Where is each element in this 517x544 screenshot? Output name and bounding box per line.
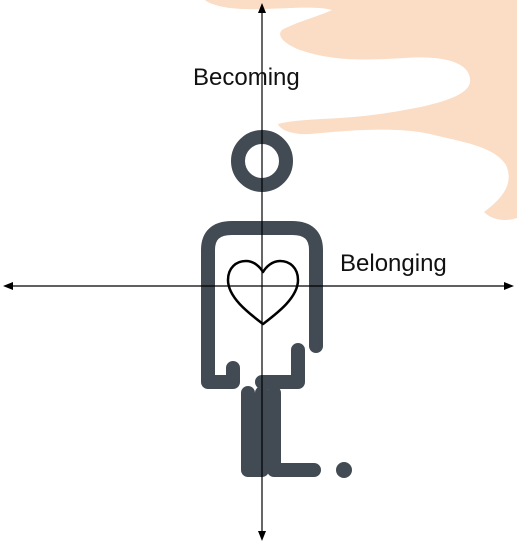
belonging-label: Belonging xyxy=(340,252,447,276)
horizontal-axis-arrow-left xyxy=(3,282,13,290)
horizontal-axis-arrow-right xyxy=(504,282,514,290)
person-foot-dot xyxy=(336,462,352,478)
becoming-label: Becoming xyxy=(193,66,300,90)
person-right-leg xyxy=(274,393,314,470)
person-left-leg xyxy=(248,393,262,470)
person-body-right-step xyxy=(262,350,298,382)
heart-icon xyxy=(228,261,298,324)
vertical-axis-arrow-bottom xyxy=(258,531,266,541)
